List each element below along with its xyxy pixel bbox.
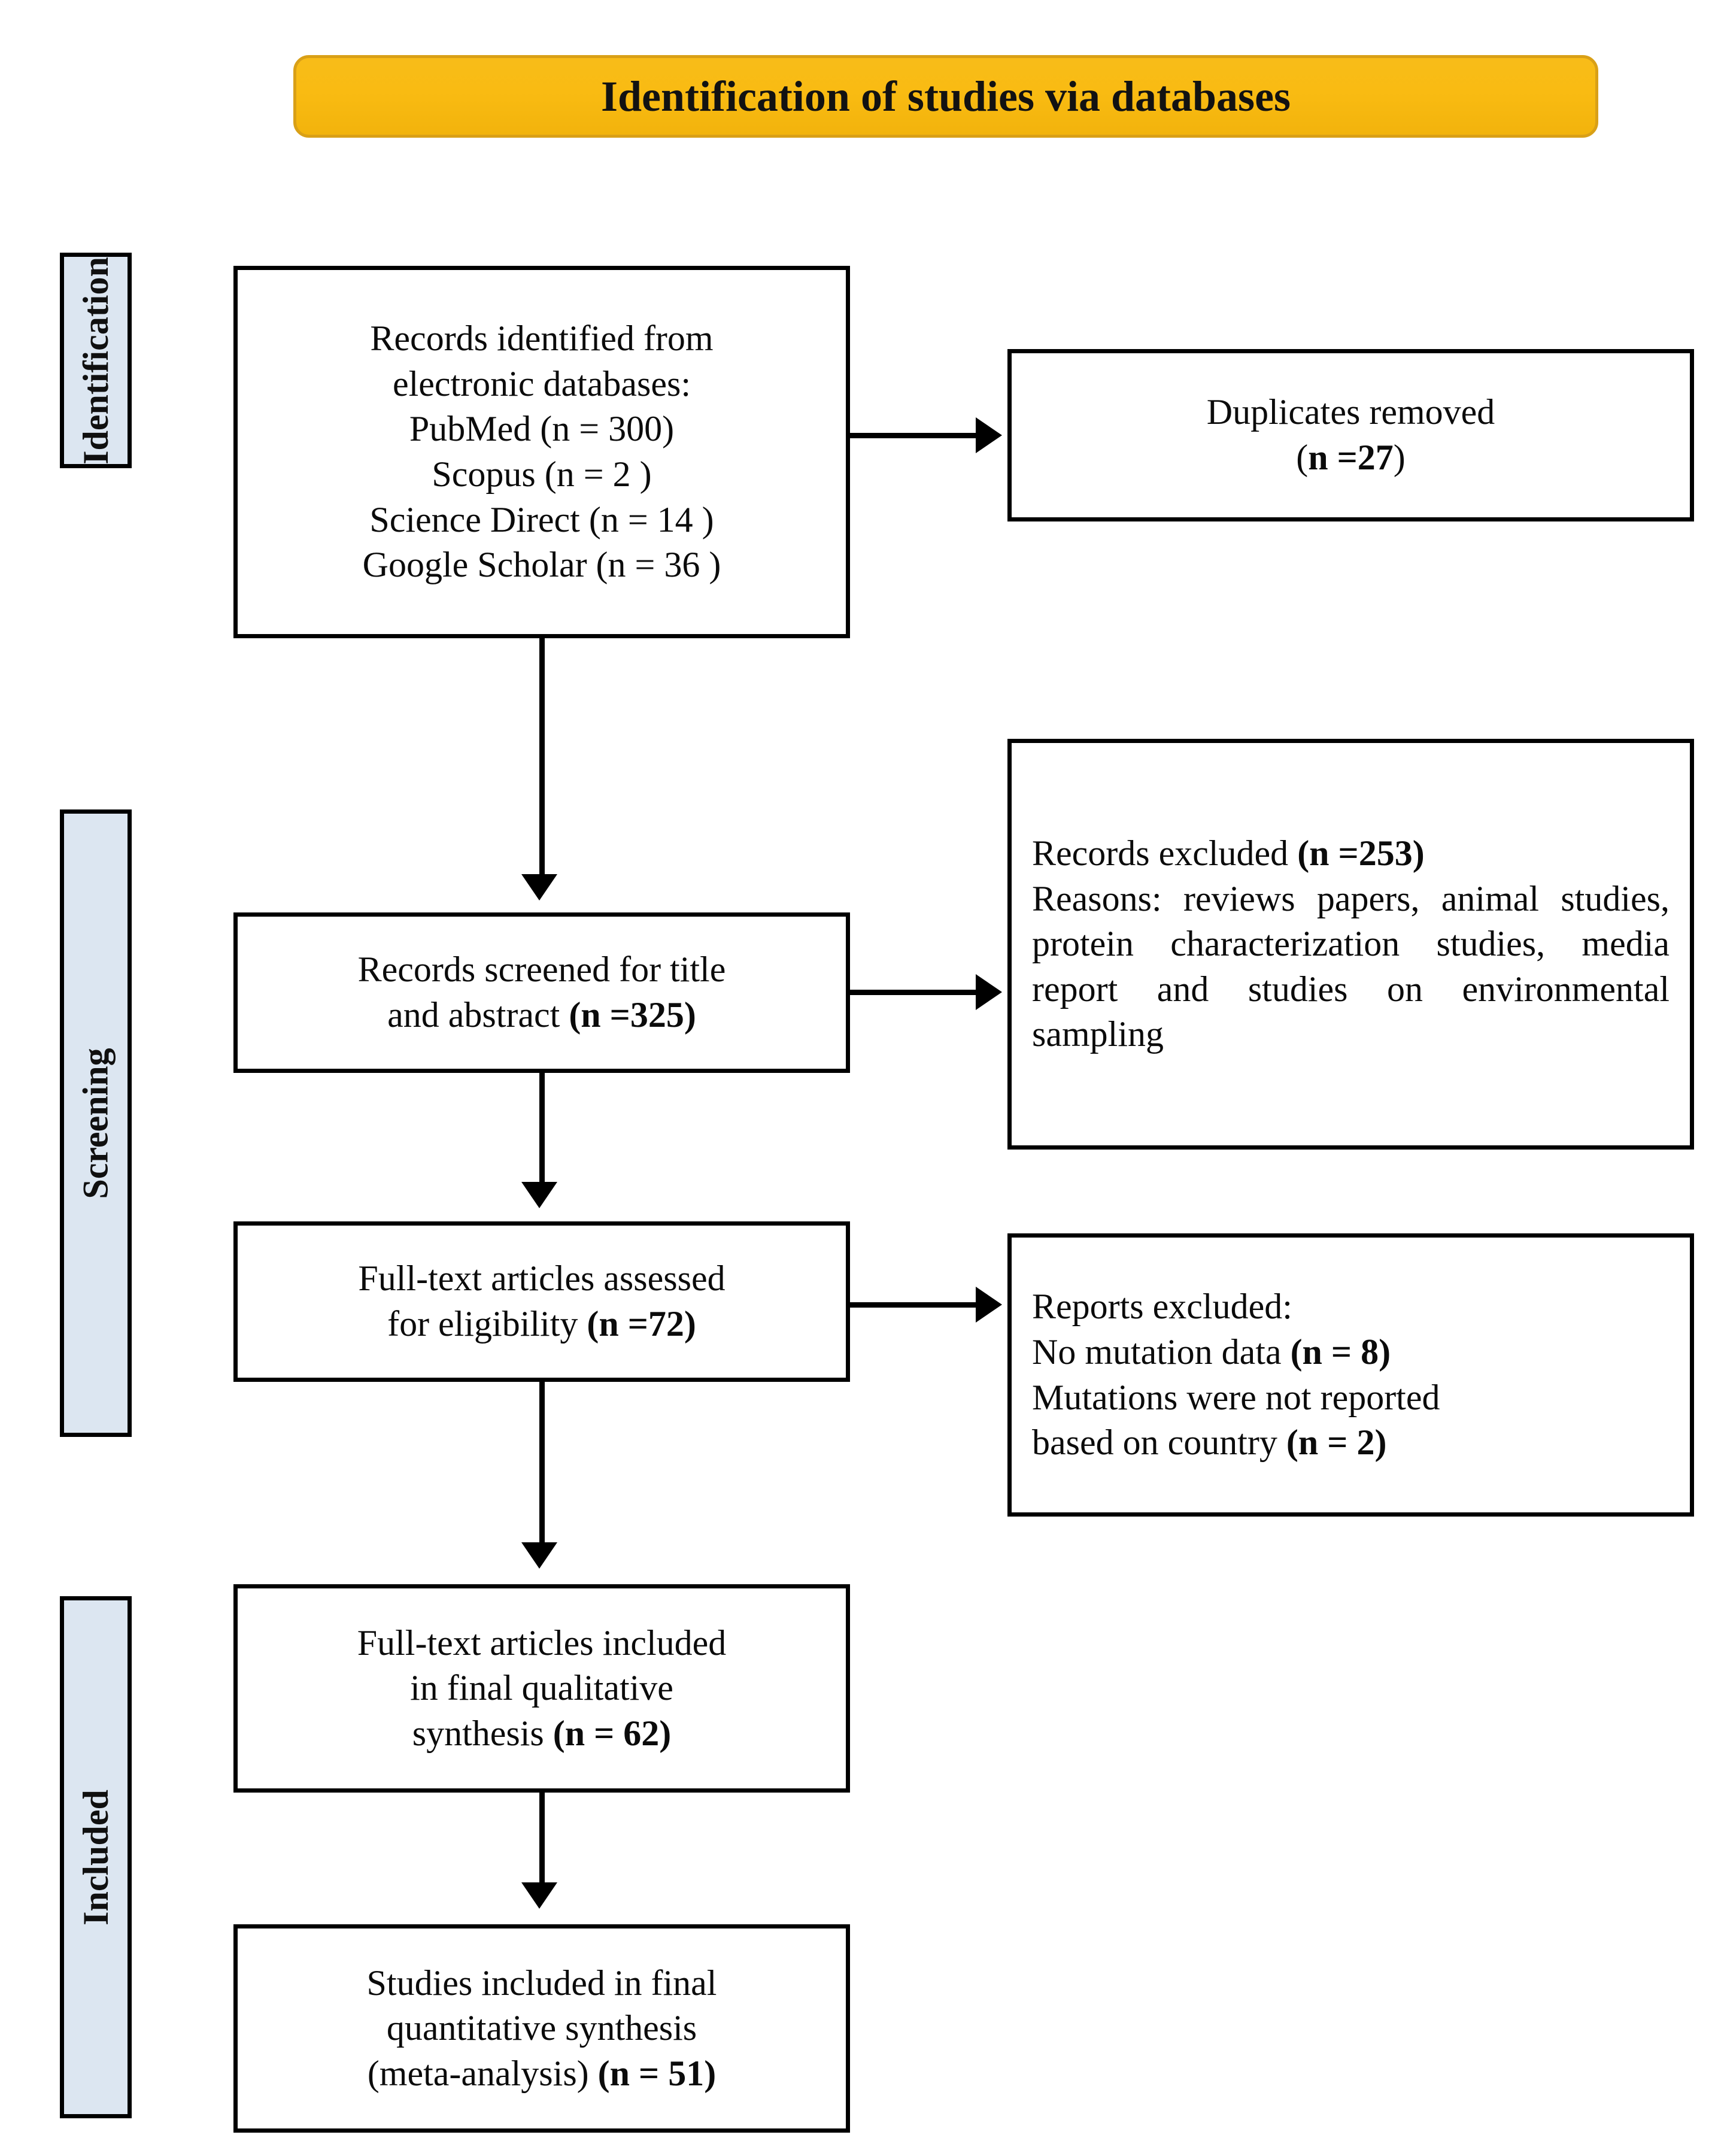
- stage-label-included: Included: [60, 1596, 132, 2118]
- box-records-excluded: Records excluded (n =253) Reasons: revie…: [1007, 739, 1694, 1150]
- box-records-identified: Records identified from electronic datab…: [233, 266, 850, 638]
- box-reports-excluded: Reports excluded: No mutation data (n = …: [1007, 1233, 1694, 1517]
- duplicates-removed-label: Duplicates removed: [1206, 392, 1495, 432]
- page-title: Identification of studies via databases: [600, 72, 1291, 120]
- arrow-down-icon: [521, 874, 557, 900]
- arrow-down-icon: [521, 1882, 557, 1909]
- reports-excluded-reason-2a: Mutations were not reported: [1032, 1377, 1440, 1417]
- reports-excluded-label: Reports excluded:: [1032, 1287, 1292, 1327]
- arrow-down-icon: [521, 1542, 557, 1569]
- stage-label-identification: Identification: [60, 253, 132, 468]
- box-duplicates-removed: Duplicates removed (n =27): [1007, 349, 1694, 521]
- arrow-right-icon: [976, 1287, 1002, 1323]
- studies-included-line-1: Studies included in final: [366, 1963, 717, 2003]
- records-screened-line-1: Records screened for title: [357, 950, 726, 990]
- reports-excluded-reason-1: No mutation data (n = 8): [1032, 1332, 1391, 1372]
- stage-label-screening-text: Screening: [75, 1047, 116, 1199]
- fulltext-included-line-3: synthesis (n = 62): [412, 1713, 672, 1753]
- connector-identified-to-duplicates: [850, 433, 979, 438]
- reports-excluded-reason-2b: based on country (n = 2): [1032, 1423, 1387, 1463]
- records-identified-sciencedirect: Science Direct (n = 14 ): [369, 499, 714, 539]
- arrow-down-icon: [521, 1182, 557, 1208]
- records-excluded-reasons: Reasons: reviews papers, animal studies,…: [1032, 878, 1670, 1054]
- connector-screened-to-fulltext: [539, 1073, 545, 1184]
- connector-fulltext-to-reports: [850, 1302, 979, 1308]
- arrow-right-icon: [976, 417, 1002, 453]
- stage-label-included-text: Included: [75, 1789, 116, 1925]
- fulltext-included-line-1: Full-text articles included: [357, 1623, 727, 1663]
- studies-included-line-3: (meta-analysis) (n = 51): [367, 2053, 717, 2093]
- arrow-right-icon: [976, 974, 1002, 1010]
- fulltext-assessed-line-1: Full-text articles assessed: [358, 1259, 726, 1299]
- connector-screened-to-excluded: [850, 990, 979, 995]
- records-identified-line-1: Records identified from: [370, 319, 714, 359]
- diagram-title-banner: Identification of studies via databases: [293, 55, 1598, 138]
- studies-included-line-2: quantitative synthesis: [386, 2008, 697, 2048]
- records-identified-scopus: Scopus (n = 2 ): [432, 454, 652, 494]
- connector-fulltext-to-included: [539, 1382, 545, 1545]
- records-identified-pubmed: PubMed (n = 300): [409, 409, 675, 449]
- box-fulltext-included: Full-text articles included in final qua…: [233, 1584, 850, 1793]
- records-excluded-count: Records excluded (n =253): [1032, 833, 1425, 874]
- records-identified-googlescholar: Google Scholar (n = 36 ): [362, 545, 721, 585]
- connector-identified-to-screened: [539, 638, 545, 877]
- stage-label-screening: Screening: [60, 809, 132, 1437]
- box-fulltext-assessed: Full-text articles assessed for eligibil…: [233, 1221, 850, 1382]
- fulltext-assessed-line-2: for eligibility (n =72): [387, 1304, 696, 1344]
- connector-included-to-studies: [539, 1793, 545, 1885]
- records-screened-line-2: and abstract (n =325): [387, 995, 696, 1035]
- fulltext-included-line-2: in final qualitative: [410, 1668, 673, 1708]
- box-studies-included: Studies included in final quantitative s…: [233, 1924, 850, 2133]
- records-identified-line-2: electronic databases:: [392, 363, 691, 404]
- box-records-screened: Records screened for title and abstract …: [233, 912, 850, 1073]
- stage-label-identification-text: Identification: [75, 256, 116, 465]
- duplicates-removed-count: (n =27): [1296, 438, 1406, 477]
